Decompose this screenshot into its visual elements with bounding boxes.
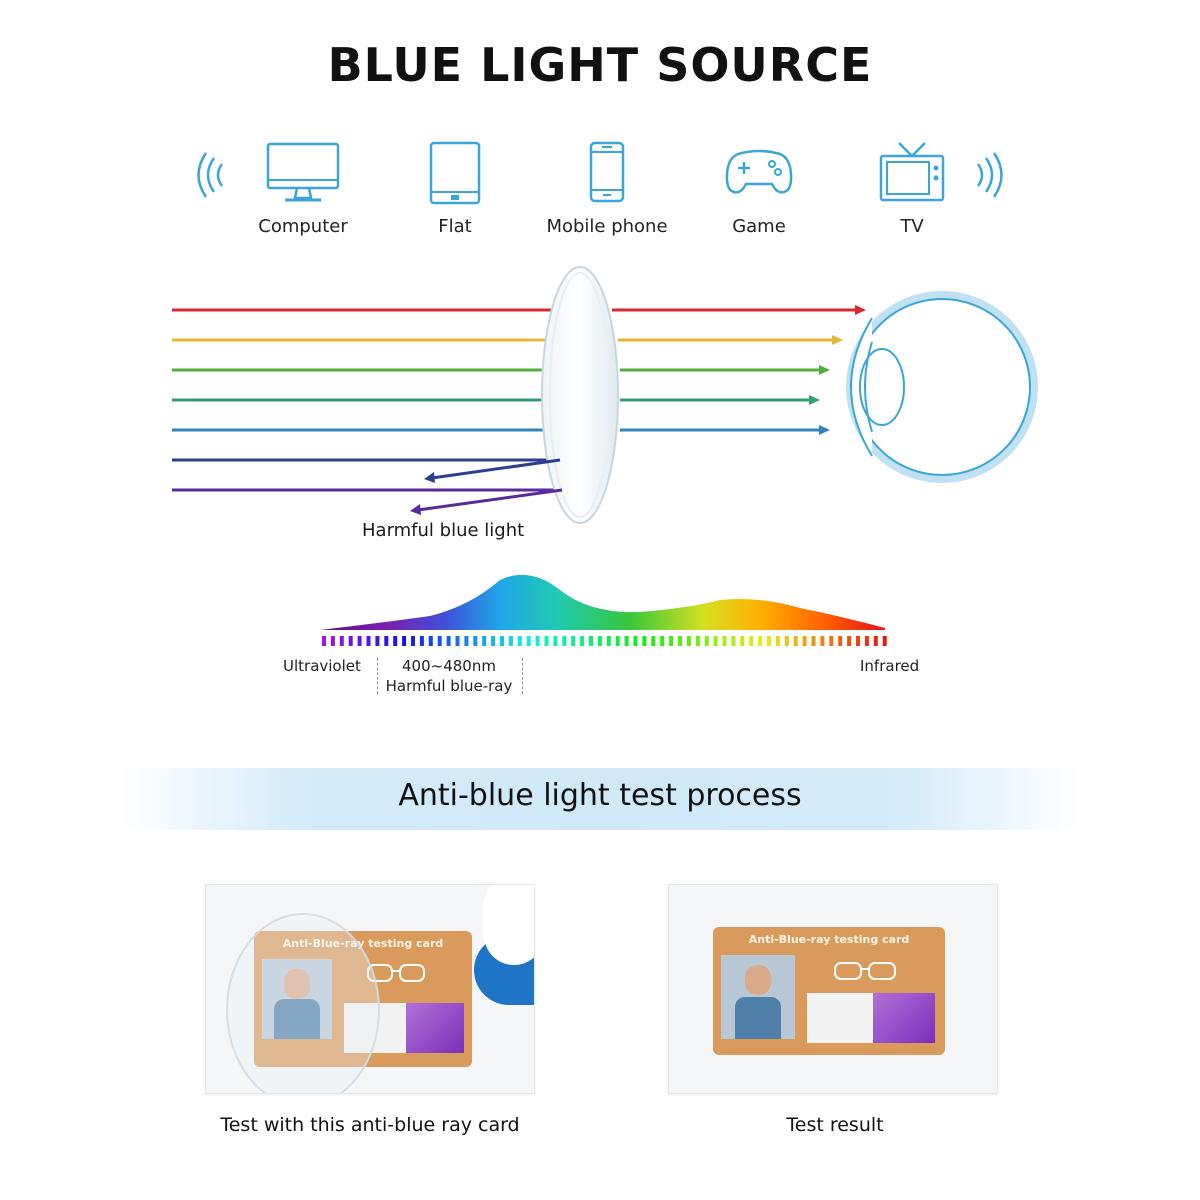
section-banner	[120, 768, 1080, 830]
device-tv: TV	[832, 140, 992, 237]
page-title: BLUE LIGHT SOURCE	[327, 38, 873, 92]
test-photo-card: Anti-Blue-ray testing card	[205, 884, 535, 1094]
lens-icon	[541, 266, 619, 524]
computer-icon	[266, 142, 340, 202]
device-computer: Computer	[223, 140, 383, 237]
lens-ray-diagram	[172, 266, 1038, 524]
result-photo-card: Anti-Blue-ray testing card	[668, 884, 998, 1094]
device-label: Mobile phone	[546, 216, 668, 237]
signal-waves-left-icon	[197, 152, 224, 198]
device-label: TV	[900, 216, 924, 237]
section-title: Anti-blue light test process	[398, 778, 802, 813]
tv-icon	[879, 142, 945, 202]
testing-card: Anti-Blue-ray testing card	[713, 927, 945, 1055]
harmful-range-bracket	[377, 658, 523, 694]
spectrum-tick-bar	[322, 636, 887, 646]
device-label: Game	[732, 216, 786, 237]
uv-sensor-patch	[873, 993, 935, 1043]
glasses-icon	[834, 962, 896, 980]
harmful-blue-light-label: Harmful blue light	[362, 520, 525, 541]
test-caption: Test with this anti-blue ray card	[220, 1114, 520, 1136]
ultraviolet-label: Ultraviolet	[283, 657, 361, 675]
gamepad-icon	[725, 149, 793, 194]
signal-waves-right-icon	[976, 152, 1003, 198]
spectrum-chart	[320, 574, 887, 646]
card-title: Anti-Blue-ray testing card	[748, 933, 910, 946]
device-game: Game	[679, 140, 839, 237]
spectrum-curve	[320, 574, 885, 630]
infrared-label: Infrared	[860, 657, 920, 675]
range-label: 400~480nm	[402, 657, 496, 675]
range-sublabel: Harmful blue-ray	[385, 677, 513, 695]
result-caption: Test result	[786, 1114, 884, 1136]
device-label: Computer	[258, 216, 348, 237]
device-flat: Flat	[375, 140, 535, 237]
card-portrait	[721, 955, 795, 1039]
device-mobile-phone: Mobile phone	[527, 140, 687, 237]
lens-overlay	[226, 913, 380, 1093]
eye-icon	[846, 291, 1038, 483]
uv-sensor-patch	[406, 1003, 464, 1053]
mobile-phone-icon	[589, 141, 625, 203]
tablet-icon	[429, 141, 481, 205]
device-label: Flat	[438, 216, 472, 237]
